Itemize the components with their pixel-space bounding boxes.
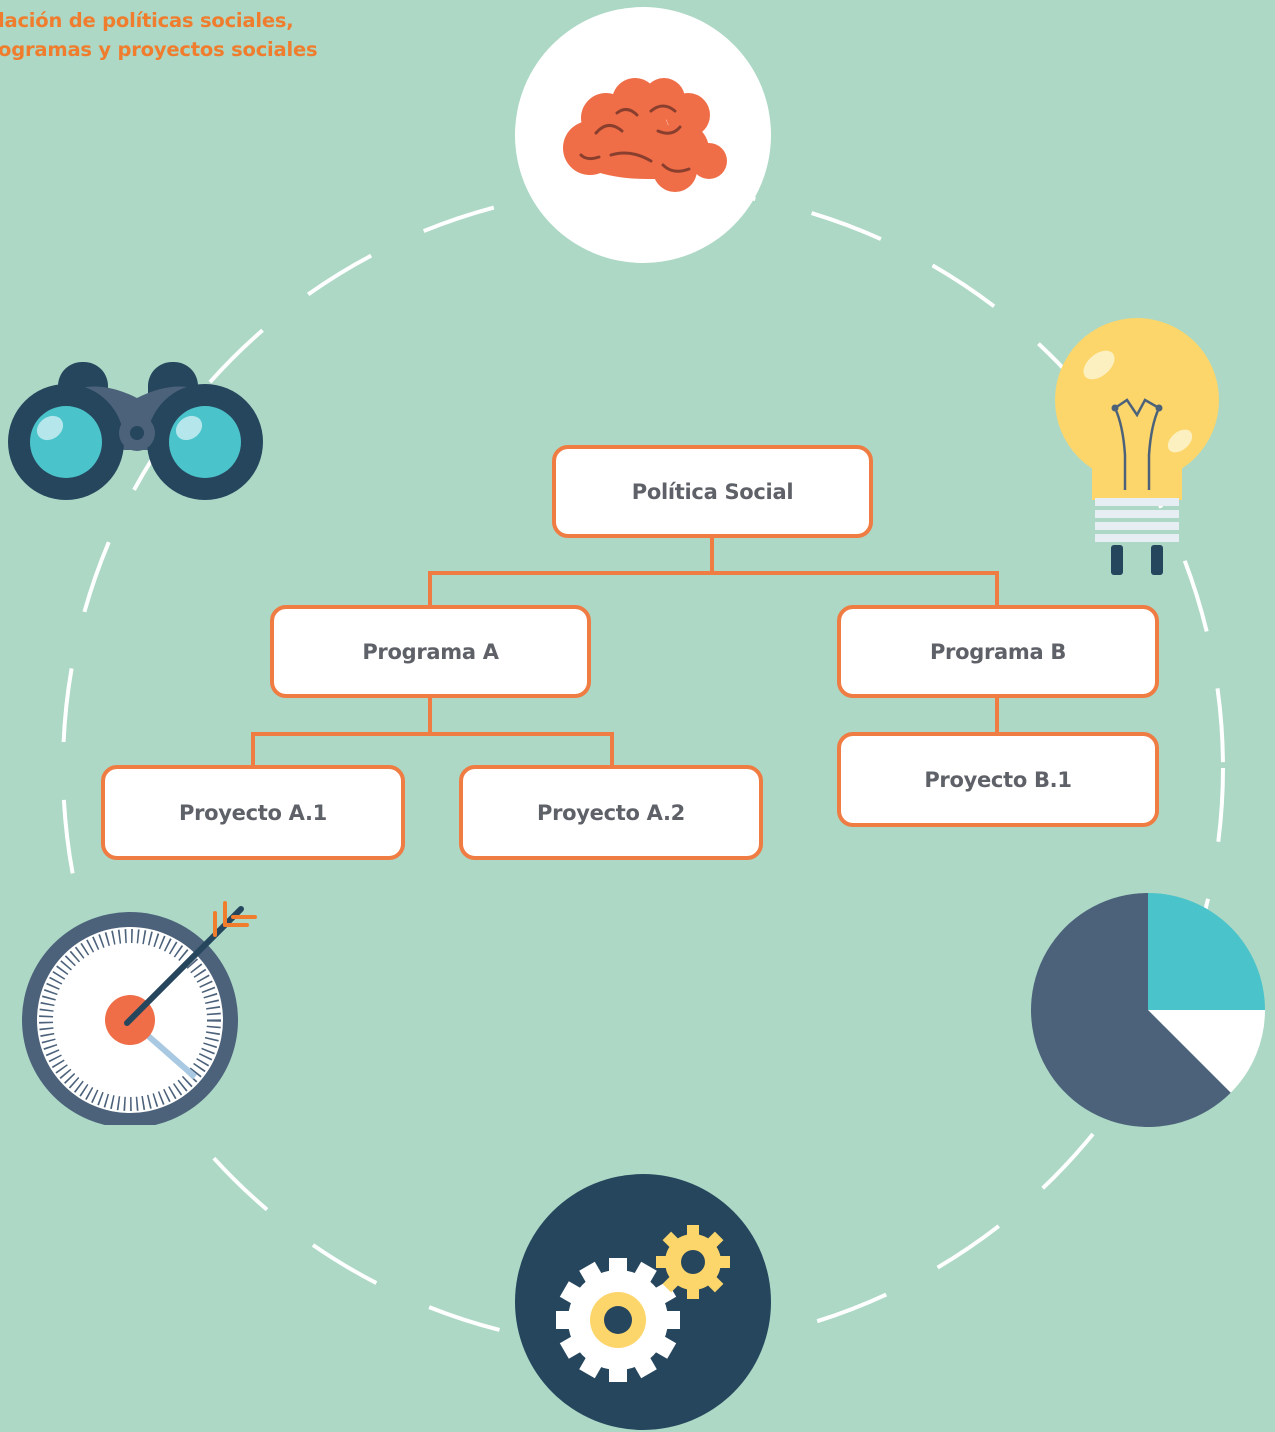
pie-chart-icon <box>1031 893 1265 1127</box>
node-label: Programa A <box>362 639 499 664</box>
connector-to-project-b1 <box>995 695 999 735</box>
pie-slice-1 <box>1148 893 1265 1010</box>
connector-to-project-a2 <box>610 732 614 768</box>
node-programa-b: Programa B <box>837 605 1159 698</box>
connector-root-horizontal <box>428 571 999 575</box>
pie-slice-3 <box>1031 893 1231 1127</box>
lightbulb-icon <box>1055 318 1219 575</box>
title-line-2: ogramas y proyectos sociales <box>0 38 318 61</box>
title-line-1: lación de políticas sociales, <box>0 9 294 32</box>
node-proyecto-a1: Proyecto A.1 <box>101 765 405 860</box>
binoculars-icon <box>8 362 263 500</box>
page-title: lación de políticas sociales, ogramas y … <box>0 6 318 64</box>
node-label: Proyecto A.1 <box>179 800 327 825</box>
node-politica-social: Política Social <box>552 445 873 538</box>
connector-program-a-down <box>428 695 432 735</box>
connector-to-program-b <box>995 571 999 608</box>
node-label: Política Social <box>631 479 794 504</box>
pie-slice-2 <box>1148 1010 1265 1093</box>
node-label: Proyecto B.1 <box>924 767 1072 792</box>
brain-icon <box>515 7 771 263</box>
node-label: Proyecto A.2 <box>537 800 685 825</box>
node-proyecto-b1: Proyecto B.1 <box>837 732 1159 827</box>
connector-to-project-a1 <box>251 732 255 768</box>
target-clock-icon <box>22 901 257 1125</box>
node-programa-a: Programa A <box>270 605 591 698</box>
connector-program-a-horizontal <box>251 732 614 736</box>
gears-icon <box>515 1174 771 1430</box>
connector-to-program-a <box>428 571 432 608</box>
node-proyecto-a2: Proyecto A.2 <box>459 765 763 860</box>
connector-root-down <box>710 535 714 574</box>
node-label: Programa B <box>929 639 1067 664</box>
